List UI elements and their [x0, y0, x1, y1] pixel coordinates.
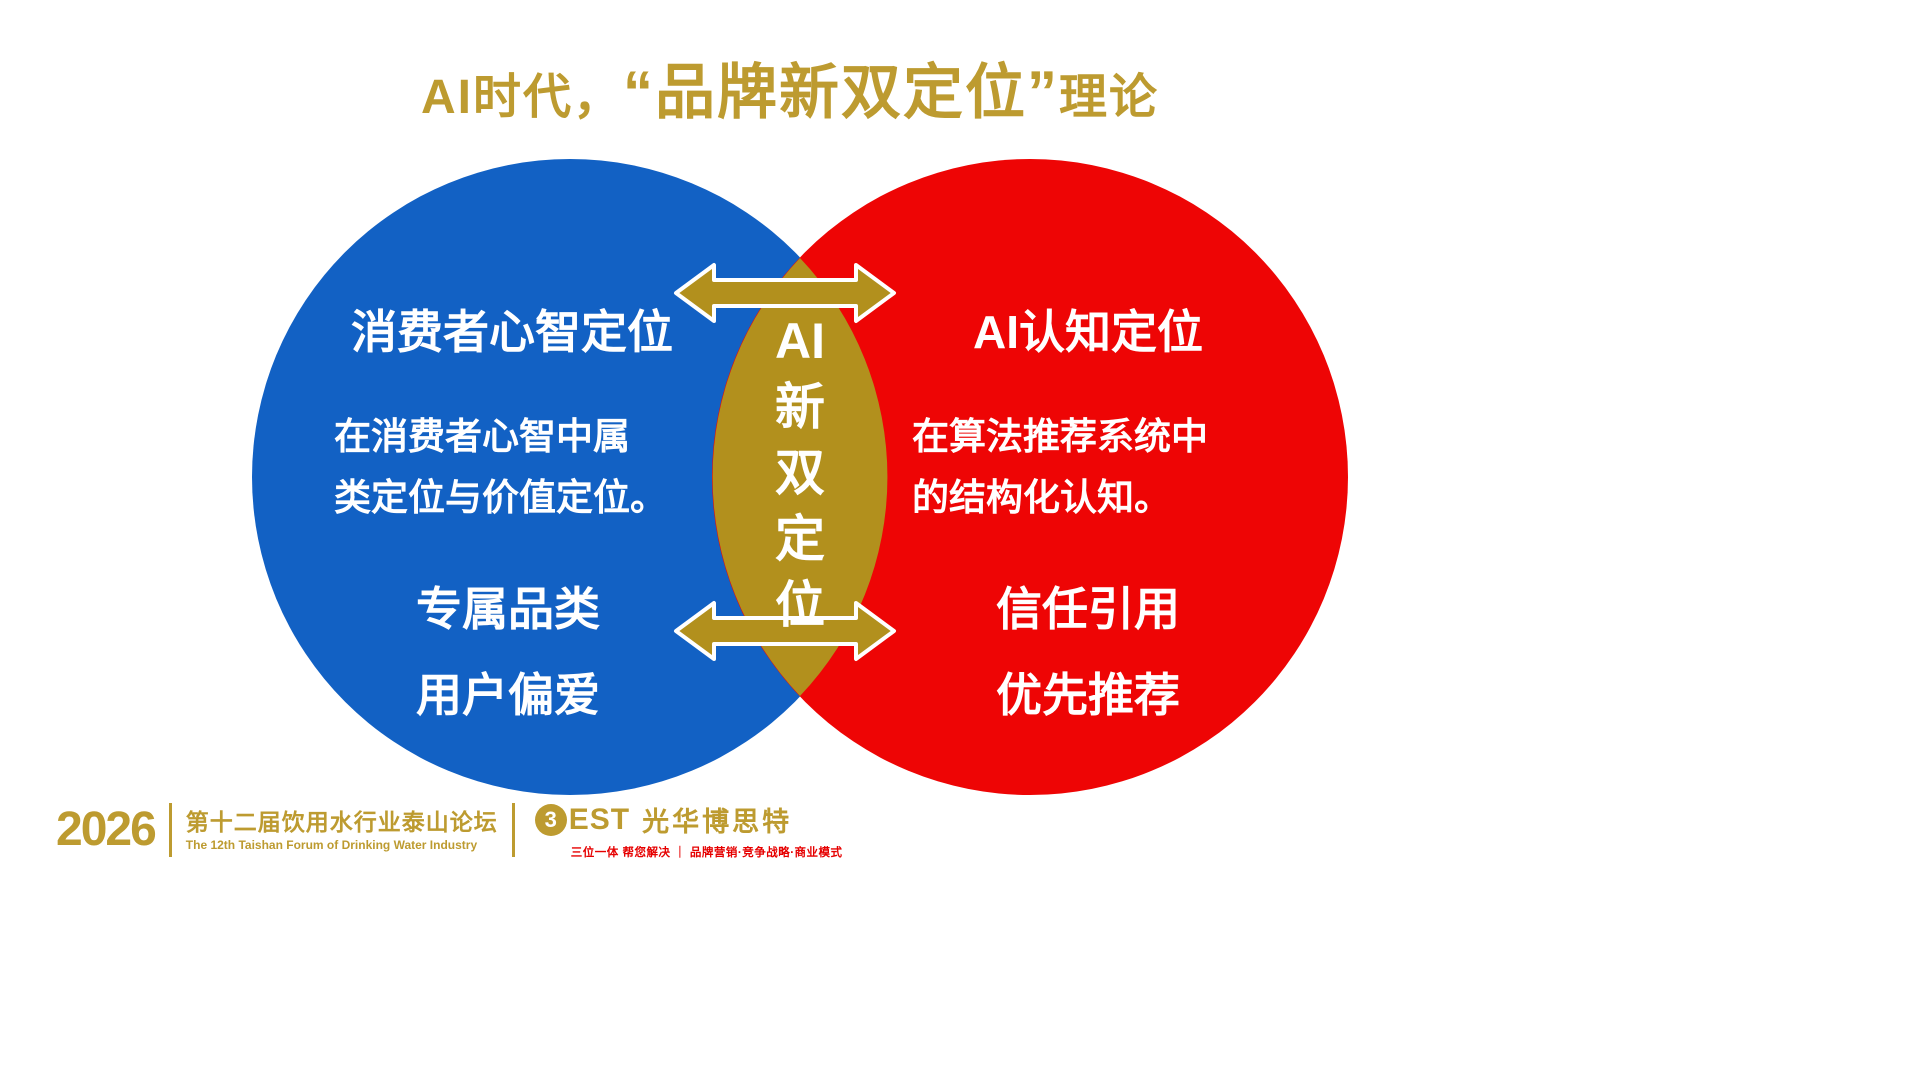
brand-logo-row: 3 EST 光华博思特 — [534, 800, 843, 839]
center-lens-label: AI 新 双 定 位 — [738, 308, 862, 638]
lens-shape — [712, 258, 888, 696]
brand-tagline: 三位一体 帮您解决 ｜ 品牌营销·竞争战略·商业模式 — [570, 847, 843, 859]
brand-block: 3 EST 光华博思特 三位一体 帮您解决 ｜ 品牌营销·竞争战略·商业模式 — [534, 800, 843, 860]
year-logo: 2026 — [56, 803, 157, 856]
consumer-description: 在消费者心智中属 类定位与价值定位。 — [334, 406, 667, 528]
footer-divider-2 — [511, 803, 515, 857]
title-suffix: 理论 — [1059, 71, 1160, 124]
center-line-2: 新 — [775, 379, 825, 435]
brand-name-cn: 光华博思特 — [642, 807, 793, 837]
ai-heading: AI认知定位 — [973, 306, 1203, 358]
forum-title-block: 第十二届饮用水行业泰山论坛 The 12th Taishan Forum of … — [186, 807, 498, 853]
center-line-4: 定 — [775, 511, 825, 567]
ai-keyword-2: 优先推荐 — [996, 669, 1180, 721]
ai-keywords: 信任引用 优先推荐 — [898, 566, 1278, 738]
ai-description-line2: 的结构化认知。 — [912, 477, 1171, 518]
footer-divider-1 — [168, 803, 172, 857]
page-title: AI时代，“品牌新双定位”理论 — [421, 44, 1159, 131]
bottom-double-arrow-icon — [674, 601, 896, 661]
consumer-keywords: 专属品类 用户偏爱 — [318, 566, 698, 738]
top-double-arrow-icon — [674, 263, 896, 323]
consumer-keyword-2: 用户偏爱 — [416, 669, 600, 721]
center-line-1: AI — [775, 313, 825, 369]
forum-title-en: The 12th Taishan Forum of Drinking Water… — [185, 838, 478, 852]
consumer-description-line1: 在消费者心智中属 — [334, 416, 630, 457]
consumer-keyword-1: 专属品类 — [416, 583, 600, 635]
ai-keyword-1: 信任引用 — [996, 583, 1180, 635]
best-logo-text: EST — [568, 802, 631, 836]
title-prefix: AI时代， — [420, 71, 623, 124]
ai-description: 在算法推荐系统中 的结构化认知。 — [912, 406, 1208, 528]
consumer-heading: 消费者心智定位 — [351, 306, 673, 358]
ai-description-line1: 在算法推荐系统中 — [912, 416, 1208, 457]
best-logo-icon: 3 — [534, 803, 567, 836]
footer: 2026 第十二届饮用水行业泰山论坛 The 12th Taishan Foru… — [56, 800, 843, 860]
forum-title-cn: 第十二届饮用水行业泰山论坛 — [185, 809, 498, 835]
center-line-5: 位 — [775, 577, 825, 633]
center-line-3: 双 — [775, 445, 825, 501]
consumer-description-line2: 类定位与价值定位。 — [334, 477, 667, 518]
title-highlight: “品牌新双定位” — [623, 59, 1059, 126]
